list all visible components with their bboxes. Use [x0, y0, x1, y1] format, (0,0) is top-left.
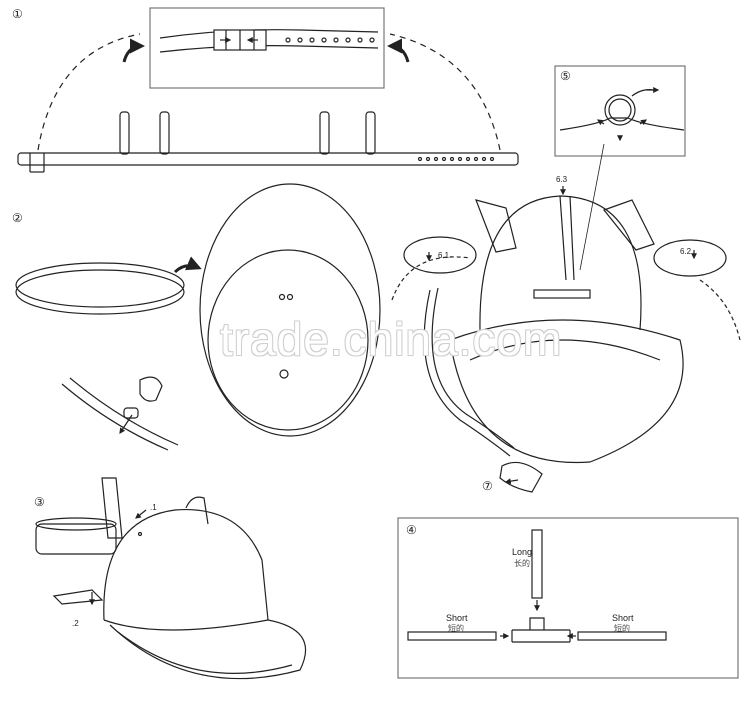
step-4-label: ④	[406, 523, 417, 537]
tube-connector	[533, 289, 591, 299]
short-tube-right	[577, 631, 667, 641]
step-7-label: ⑦	[482, 479, 493, 493]
step1-detail-panel	[149, 7, 385, 89]
callout-2: .2	[72, 619, 79, 628]
step-3-label: ③	[34, 495, 45, 509]
t-connector	[511, 629, 571, 643]
long-label-cn: 长的	[514, 559, 530, 568]
step5-detail	[554, 65, 686, 271]
step4-panel-drawing	[397, 517, 739, 679]
step4-panel	[397, 517, 739, 679]
left-can-holder	[403, 236, 477, 274]
short-left-label-cn: 短的	[448, 624, 464, 633]
right-can-holder	[653, 239, 727, 277]
callout-1: .1	[150, 503, 157, 512]
step3-drawing	[35, 477, 307, 680]
short-right-label-cn: 短的	[614, 624, 630, 633]
step-2-label: ②	[12, 211, 23, 225]
short-tube-left	[407, 631, 497, 641]
strap-hole-row	[285, 37, 375, 43]
callout-6-2: 6.2	[680, 247, 692, 256]
long-label: Long	[512, 547, 533, 557]
strap	[17, 152, 519, 166]
step6-helmet-drawing	[391, 186, 741, 493]
callout-6-1: 6.1	[438, 251, 450, 260]
watermark: trade.china.com	[220, 313, 563, 365]
callout-6-3: 6.3	[556, 175, 568, 184]
curved-arrow-icon	[122, 38, 145, 63]
step1-strap-drawing	[17, 7, 519, 173]
step-5-label: ⑤	[560, 69, 571, 83]
tube-cross-section-icon	[604, 94, 636, 126]
short-right-label: Short	[612, 613, 634, 623]
step-1-label: ①	[12, 7, 23, 21]
curved-arrow-icon	[387, 38, 410, 63]
long-tube	[531, 529, 543, 599]
hat-crown	[103, 508, 269, 621]
step5-panel	[554, 65, 686, 157]
helmet-brim	[449, 319, 684, 464]
cap-top-view	[199, 183, 381, 437]
can-holder	[35, 523, 117, 555]
tube-clip	[499, 461, 543, 493]
step2-drawing	[15, 183, 381, 451]
strap-ring	[15, 262, 185, 308]
short-left-label: Short	[446, 613, 468, 623]
hand-icon	[139, 376, 163, 402]
strap-holes	[417, 156, 495, 162]
helmet-crown	[479, 195, 642, 331]
curved-arrow-icon	[173, 256, 202, 274]
